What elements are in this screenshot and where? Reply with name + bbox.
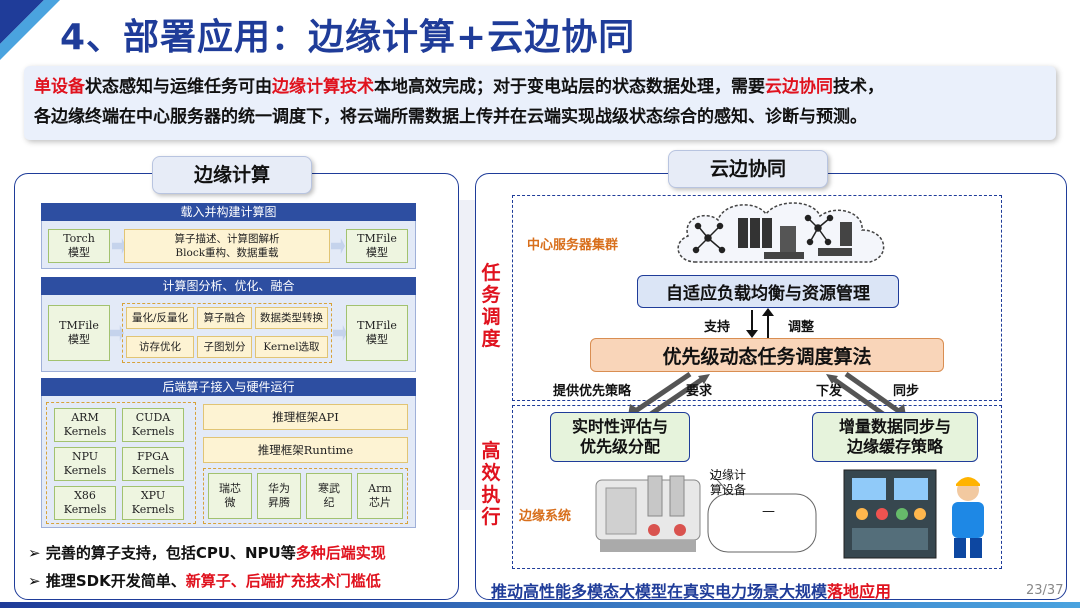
support-adjust-arrows [746, 308, 774, 338]
op-quantize: 量化/反量化 [126, 307, 194, 329]
inference-runtime-box: 推理框架Runtime [203, 437, 408, 463]
scheduler-arrows [628, 372, 906, 416]
edge-device-dash: — [762, 504, 775, 519]
tmfile-model-box: TMFile 模型 [48, 305, 110, 361]
cuda-kernels: CUDA Kernels [122, 408, 184, 442]
edge-device-label: 边缘计 算设备 [710, 468, 747, 497]
op-fusion: 算子融合 [197, 307, 252, 329]
control-cabinet-icon [843, 469, 937, 559]
adjust-label: 调整 [788, 320, 815, 335]
priority-scheduler-box: 优先级动态任务调度算法 [590, 338, 944, 372]
issue-label: 下发 [816, 384, 843, 399]
optimization-group [122, 303, 332, 363]
request-label: 要求 [686, 384, 713, 399]
op-subgraph-partition: 子图划分 [197, 336, 252, 358]
server-cluster-label: 中心服务器集群 [527, 238, 619, 253]
fpga-kernels: FPGA Kernels [122, 447, 184, 481]
backend-header: 后端算子接入与硬件运行 [41, 378, 416, 396]
incremental-sync-box: 增量数据同步与 边缘缓存策略 [812, 412, 978, 462]
bottom-accent-bar [0, 602, 1080, 608]
bullet-arrow-icon: ➢ [28, 544, 41, 562]
bullet-arrow-icon: ➢ [28, 572, 41, 590]
intro-line-1: 单设备状态感知与运维任务可由边缘计算技术本地高效完成；对于变电站层的状态数据处理… [34, 72, 1046, 102]
intro-text: 本地高效完成；对于变电站层的状态数据处理，需要 [374, 77, 765, 97]
intro-highlight: 边缘计算技术 [272, 77, 374, 97]
rockchip-box: 瑞芯 微 [208, 473, 252, 519]
edge-device-callout [707, 471, 817, 553]
intro-box: 单设备状态感知与运维任务可由边缘计算技术本地高效完成；对于变电站层的状态数据处理… [24, 66, 1056, 140]
npu-kernels: NPU Kernels [54, 447, 116, 481]
side-label-efficient-execution: 高效执行 [481, 440, 501, 528]
x86-kernels: X86 Kernels [54, 486, 116, 520]
tmfile-model-box: TMFile 模型 [346, 305, 408, 361]
cloud-icon [677, 202, 885, 263]
op-dtype-convert: 数据类型转换 [255, 307, 328, 329]
corner-decoration [0, 0, 60, 60]
bullet-sdk: ➢ 推理SDK开发简单、新算子、后端扩充技术门槛低 [28, 572, 381, 590]
load-balance-box: 自适应负载均衡与资源管理 [637, 275, 899, 308]
server-rack-icon [764, 222, 852, 259]
intro-line-2: 各边缘终端在中心服务器的统一调度下，将云端所需数据上传并在云端实现战级状态综合的… [34, 107, 867, 127]
network-node-icon [692, 222, 726, 254]
support-label: 支持 [704, 320, 731, 335]
footer-slogan: 推动高性能多模态大模型在真实电力场景大规模落地应用 [491, 582, 892, 601]
chip-group [203, 468, 408, 524]
intro-text: 状态感知与运维任务可由 [85, 77, 272, 97]
tab-cloud-edge: 云边协同 [668, 150, 828, 188]
execution-zone [512, 405, 1002, 569]
load-graph-header: 载入并构建计算图 [41, 203, 416, 221]
tab-edge-computing: 边缘计算 [152, 156, 312, 194]
intro-highlight: 云边协同 [765, 77, 833, 97]
inference-api-box: 推理框架API [203, 404, 408, 430]
task-scheduling-zone [512, 195, 1002, 401]
server-rack-icon [738, 218, 796, 252]
provide-policy-label: 提供优先策略 [553, 384, 632, 399]
side-label-task-scheduling: 任务调度 [481, 262, 501, 350]
page-title: 4、部署应用：边缘计算+云边协同 [60, 17, 636, 58]
cambricon-box: 寒武 纪 [306, 473, 352, 519]
switchgear-icon [595, 475, 701, 552]
network-node-icon [804, 214, 834, 246]
arm-chip-box: Arm 芯片 [357, 473, 403, 519]
edge-system-label: 边缘系统 [519, 509, 572, 524]
xpu-kernels: XPU Kernels [122, 486, 184, 520]
op-kernel-select: Kernel选取 [255, 336, 328, 358]
graph-parse-box: 算子描述、计算图解析 Block重构、数据重载 [124, 229, 330, 263]
engineer-icon [952, 477, 984, 558]
intro-highlight: 单设备 [34, 77, 85, 97]
torch-model-box: Torch 模型 [48, 229, 110, 263]
op-memory-access: 访存优化 [126, 336, 194, 358]
sync-label: 同步 [893, 384, 920, 399]
huawei-ascend-box: 华为 昇腾 [257, 473, 301, 519]
bullet-operator-support: ➢ 完善的算子支持，包括CPU、NPU等多种后端实现 [28, 544, 386, 562]
realtime-eval-box: 实时性评估与 优先级分配 [550, 412, 690, 462]
kernel-group [46, 402, 196, 524]
page-number: 23/37 [1026, 583, 1064, 598]
intro-text: 技术， [833, 77, 884, 97]
tmfile-model-box: TMFile 模型 [346, 229, 408, 263]
arm-kernels: ARM Kernels [54, 408, 116, 442]
graph-optimize-header: 计算图分析、优化、融合 [41, 277, 416, 295]
